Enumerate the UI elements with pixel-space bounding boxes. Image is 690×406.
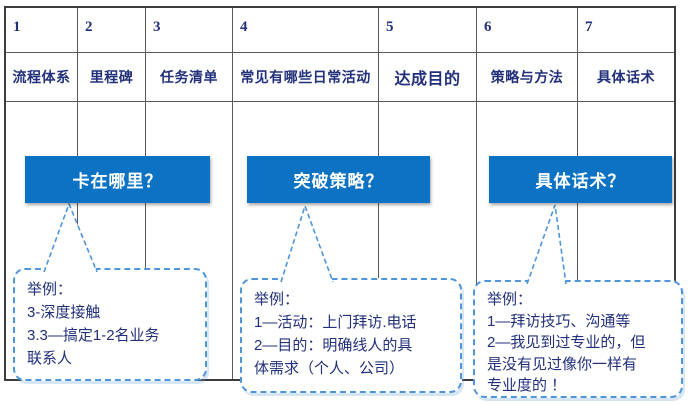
column-number-cell: 6 xyxy=(477,8,578,53)
example-callout-bubble: 举例： 1—拜访技巧、沟通等 2—我见到过专业的，但 是没有见过像你一样有 专业… xyxy=(473,280,683,398)
table-body-cell xyxy=(78,102,146,379)
example-callout-bubble: 举例： 3-深度接触 3.3—搞定1-2名业务 联系人 xyxy=(13,268,207,381)
column-number-cell: 5 xyxy=(379,8,477,53)
column-header-cell: 里程碑 xyxy=(78,53,146,102)
table-body-cell xyxy=(233,102,379,379)
column-header-cell: 流程体系 xyxy=(6,53,78,102)
callout-text: 举例： 3-深度接触 3.3—搞定1-2名业务 联系人 xyxy=(27,281,160,367)
callout-text: 举例： 1—活动：上门拜访.电话 2—目的：明确线人的具 体需求（个人、公司） xyxy=(254,291,417,377)
question-box-stuck-where: 卡在哪里？ xyxy=(25,156,210,203)
question-box-specific-script: 具体话术？ xyxy=(489,156,672,203)
column-header-cell: 策略与方法 xyxy=(477,53,578,102)
column-header-cell: 具体话术 xyxy=(578,53,674,102)
question-box-breakthrough-strategy: 突破策略？ xyxy=(247,156,430,203)
column-header-cell: 任务清单 xyxy=(146,53,233,102)
table-body-cell xyxy=(379,102,477,379)
callout-text: 举例： 1—拜访技巧、沟通等 2—我见到过专业的，但 是没有见过像你一样有 专业… xyxy=(487,291,646,394)
example-callout-bubble: 举例： 1—活动：上门拜访.电话 2—目的：明确线人的具 体需求（个人、公司） xyxy=(240,278,462,393)
column-number-cell: 1 xyxy=(6,8,78,53)
column-number-cell: 3 xyxy=(146,8,233,53)
column-number-cell: 4 xyxy=(233,8,379,53)
question-box-label: 卡在哪里？ xyxy=(72,172,163,191)
column-header-cell: 常见有哪些日常活动 xyxy=(233,53,379,102)
question-box-label: 具体话术？ xyxy=(535,172,626,191)
column-number-cell: 2 xyxy=(78,8,146,53)
column-header-cell: 达成目的 xyxy=(379,53,477,102)
table-body-cell xyxy=(477,102,578,379)
question-box-label: 突破策略？ xyxy=(293,172,384,191)
column-number-cell: 7 xyxy=(578,8,674,53)
table-body-cell xyxy=(146,102,233,379)
